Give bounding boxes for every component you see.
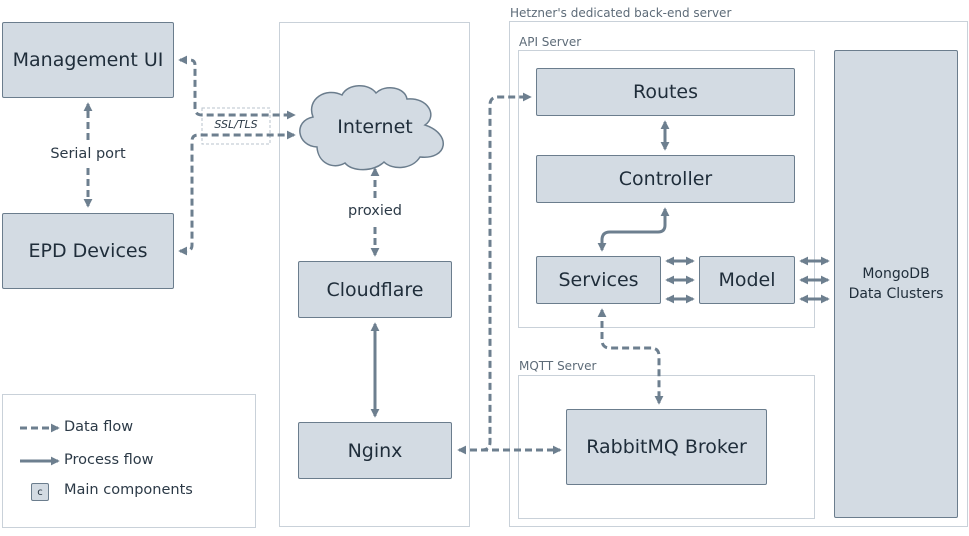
epd-devices-node: EPD Devices — [2, 213, 174, 289]
management-ui-node: Management UI — [2, 22, 174, 98]
flow-management-ui-internet — [178, 55, 296, 120]
mongodb-label-line2: Data Clusters — [848, 286, 944, 302]
proxied-label: proxied — [347, 203, 402, 219]
mqtt-server-title: MQTT Server — [519, 359, 597, 373]
mongodb-node: MongoDB Data Clusters — [834, 50, 958, 518]
legend-data-flow-label: Data flow — [64, 419, 134, 435]
nginx-node: Nginx — [298, 422, 452, 479]
legend-process-flow-label: Process flow — [64, 452, 154, 468]
services-node: Services — [536, 256, 661, 304]
flow-nginx-routes — [470, 92, 532, 452]
hetzner-server-title: Hetzner's dedicated back-end server — [510, 6, 732, 20]
internet-cloud-shape — [299, 85, 444, 171]
internet-label: Internet — [337, 116, 413, 138]
model-node: Model — [699, 256, 795, 304]
serial-port-label: Serial port — [50, 146, 126, 162]
api-server-title: API Server — [519, 35, 582, 49]
flow-services-rabbitmq — [597, 308, 664, 405]
controller-node: Controller — [536, 155, 795, 203]
ssl-tls-label: SSL/TLS — [214, 118, 258, 131]
flow-controller-services — [597, 207, 670, 252]
cloudflare-node: Cloudflare — [298, 261, 452, 318]
rabbitmq-broker-node: RabbitMQ Broker — [566, 409, 767, 485]
mongodb-label-line1: MongoDB — [862, 266, 930, 282]
routes-node: Routes — [536, 68, 795, 116]
legend-main-components-label: Main components — [64, 482, 193, 498]
flow-epd-internet — [178, 130, 296, 256]
legend-component-marker: c — [31, 483, 49, 501]
